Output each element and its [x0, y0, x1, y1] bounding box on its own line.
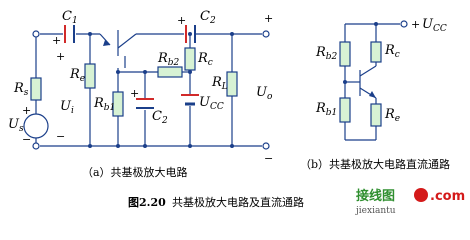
label-uo: Uo	[256, 85, 273, 102]
input-terminals	[32, 30, 270, 150]
label-c2-out: C2	[200, 9, 216, 26]
label-out-minus: −	[264, 152, 273, 165]
label-rb1: Rb1	[93, 96, 115, 113]
label-rs: Rs	[13, 81, 29, 98]
resistor-rb1-b	[339, 97, 351, 123]
watermark-url: jiexiantu	[355, 206, 396, 216]
label-ui: Ui	[60, 99, 74, 116]
resistor-rc	[184, 47, 196, 71]
label-re: Re	[69, 67, 85, 84]
label-b-ucc: UCC	[422, 17, 447, 34]
caption-a: （a）共基极放大电路	[82, 165, 188, 179]
label-b-rb2: Rb2	[315, 45, 338, 62]
watermark-brand: 接线图	[356, 188, 395, 204]
label-in-plus: +	[56, 50, 65, 63]
watermark-logo-icon	[414, 188, 428, 202]
watermark-domain: .com	[430, 189, 465, 204]
resistor-rl	[226, 71, 238, 97]
label-b-re: Re	[384, 107, 400, 124]
label-c2-out-plus: +	[177, 14, 186, 27]
figure-number: 图2.20	[128, 196, 166, 209]
label-in-minus: −	[56, 130, 65, 143]
label-us-minus: −	[22, 133, 31, 146]
resistor-re	[84, 63, 96, 89]
label-b-rb1: Rb1	[315, 101, 337, 118]
label-us-plus: +	[22, 104, 31, 117]
transistor-arrow-b	[369, 91, 376, 98]
watermark: 接线图 .com jiexiantu	[355, 188, 465, 216]
circuit-a	[35, 30, 262, 147]
transistor-arrow-a	[103, 40, 110, 46]
resistor-rb1	[112, 91, 124, 117]
label-ucc: UCC	[199, 95, 224, 112]
resistor-rc-b	[370, 41, 382, 63]
resistor-rb2	[157, 66, 183, 78]
resistor-rb2-b	[339, 41, 351, 67]
label-rb2: Rb2	[157, 51, 180, 68]
circuit-diagram: C1 + C2 + Rs Re Rb1 Rb2 C2 + Rc UCC RL U…	[8, 9, 465, 216]
caption-b: （b）共基极放大电路直流通路	[300, 157, 450, 171]
resistors-a	[30, 47, 238, 117]
junction-nodes	[88, 32, 234, 148]
label-out-plus: +	[264, 12, 273, 25]
resistor-re-b	[370, 103, 382, 127]
label-c2-base: C2	[152, 109, 168, 126]
label-c2-base-plus: +	[130, 87, 139, 100]
label-c1-plus: +	[52, 34, 61, 47]
circuit-b	[344, 23, 400, 141]
figure-title: 共基极放大电路及直流通路	[172, 195, 304, 209]
label-us: Us	[8, 117, 24, 134]
circuit-b-nodes	[343, 20, 408, 84]
voltage-source-us	[23, 113, 49, 139]
label-c1: C1	[62, 9, 78, 26]
label-b-rc: Rc	[384, 43, 400, 60]
label-b-plus: +	[411, 18, 420, 31]
capacitors-a	[64, 25, 199, 109]
resistors-b	[339, 41, 382, 127]
resistor-rs	[30, 77, 42, 101]
label-rl: RL	[211, 75, 228, 92]
label-rc: Rc	[197, 51, 213, 68]
